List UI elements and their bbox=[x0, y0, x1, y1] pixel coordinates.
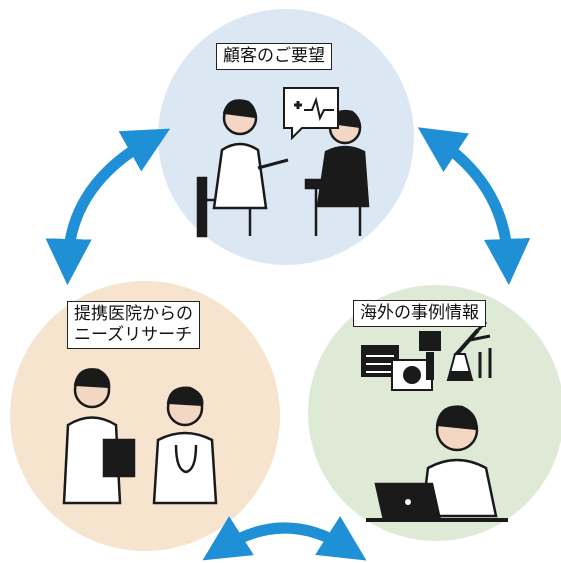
doctors-icon bbox=[62, 368, 218, 505]
lab-equipment-icon bbox=[361, 320, 492, 391]
arrow-left-top bbox=[45, 128, 171, 286]
arrow-bottom bbox=[202, 516, 367, 561]
consultation-icon bbox=[196, 99, 370, 238]
research-label-line2: ニーズリサーチ bbox=[74, 325, 193, 345]
overseas-label: 海外の事例情報 bbox=[353, 300, 486, 327]
customer-label-text: 顧客のご要望 bbox=[223, 46, 325, 66]
overseas-label-text: 海外の事例情報 bbox=[360, 303, 479, 323]
research-label: 提携医院からの ニーズリサーチ bbox=[67, 301, 200, 349]
researcher-laptop-icon bbox=[366, 405, 508, 522]
arrow-right-top bbox=[417, 127, 531, 286]
customer-label: 顧客のご要望 bbox=[216, 43, 332, 70]
medical-chat-bubble-icon bbox=[283, 87, 339, 141]
research-label-line1: 提携医院からの bbox=[74, 304, 193, 324]
